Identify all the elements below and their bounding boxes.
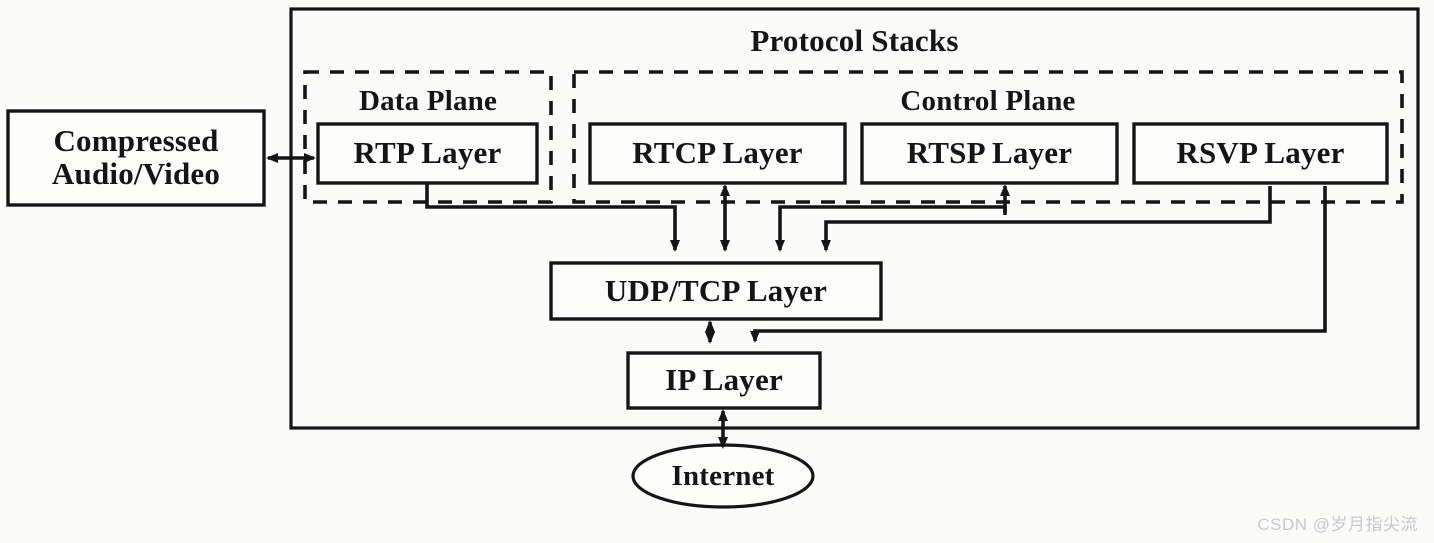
data-plane-group-border [303, 70, 553, 204]
rtp-layer-node [316, 122, 539, 185]
udp-tcp-layer-node [549, 261, 883, 321]
control-plane-group-border [572, 70, 1404, 204]
edge-rsvp-to-ip [750, 186, 1327, 343]
compressed-av-node [6, 109, 266, 207]
edge-rsvp-to-transport [821, 186, 1272, 252]
protocol-stacks-frame [289, 7, 1420, 430]
csdn-watermark: CSDN @岁月指尖流 [1257, 515, 1418, 534]
rsvp-layer-node [1132, 122, 1389, 185]
ip-layer-node [626, 351, 822, 410]
internet-cloud-node [631, 443, 815, 509]
edge-rtp-to-transport [425, 183, 680, 252]
rtcp-layer-node [588, 122, 847, 185]
rtsp-layer-node [860, 122, 1119, 185]
edge-rtsp-to-transport-down [775, 205, 1007, 252]
